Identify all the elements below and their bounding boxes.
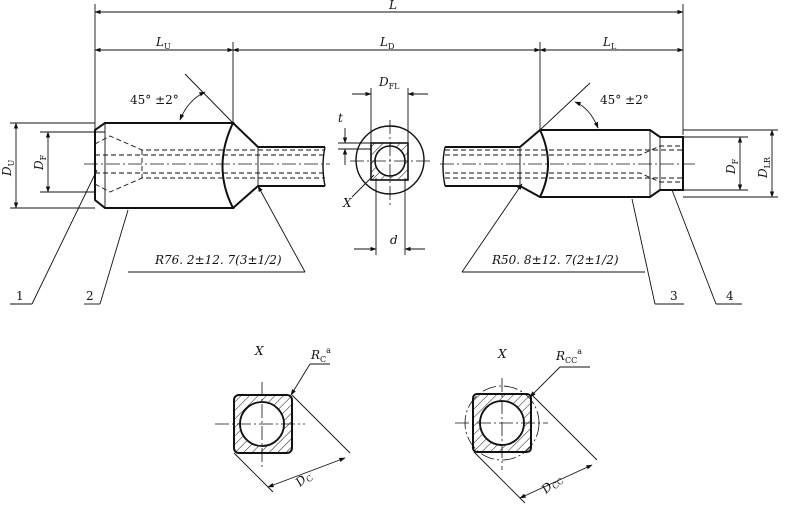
svg-text:3: 3 <box>670 289 678 303</box>
upper-length-label: LU <box>155 35 171 51</box>
detail-right-marker: X <box>497 347 507 361</box>
section-length-dimensions: LU LD LL <box>94 35 684 130</box>
detail-left-marker: X <box>254 344 264 358</box>
lower-taper-angle: 45° ±2° <box>600 93 649 107</box>
svg-text:4: 4 <box>726 289 734 303</box>
lower-od-label: DLR <box>756 156 772 179</box>
section-marker: X <box>342 196 352 210</box>
callout-1: 1 <box>10 169 98 305</box>
section-t-label: t <box>338 111 343 125</box>
overall-length-label: L <box>388 0 397 12</box>
detail-round-corner: X RCCa DCC <box>455 347 598 504</box>
svg-text:2: 2 <box>86 289 94 303</box>
upper-radius-label: R76. 2±12. 7(3±1/2) <box>154 253 282 267</box>
detail-right-diag: DCC <box>538 471 566 498</box>
callout-3: 3 <box>631 198 684 305</box>
upper-taper-angle: 45° ±2° <box>130 93 179 107</box>
section-width-label: DFL <box>378 75 400 91</box>
lower-length-label: LL <box>602 35 617 51</box>
lower-kelly-end: 45° ±2° DF DLR R50. 8±12. 7(2±1/2) <box>440 82 778 273</box>
section-d-label: d <box>390 233 398 247</box>
upper-kelly-end: 45° ±2° DU DF R76. 2±12. 7(3±1/2) <box>0 73 330 273</box>
callout-4: 4 <box>671 189 742 305</box>
lower-id-label: DF <box>724 158 740 175</box>
detail-right-radius: RCCa <box>555 347 582 365</box>
lower-radius-label: R50. 8±12. 7(2±1/2) <box>491 253 619 267</box>
detail-square-corner: X RCa DC <box>215 344 351 493</box>
svg-text:1: 1 <box>16 289 24 303</box>
overall-length-dimension: L <box>94 0 684 135</box>
detail-left-radius: RCa <box>310 346 331 364</box>
upper-od-label: DU <box>0 159 16 177</box>
callout-2: 2 <box>84 209 129 305</box>
detail-left-diag: DC <box>292 468 315 491</box>
kelly-cross-section: DFL t d X <box>338 75 430 255</box>
upper-id-label: DF <box>32 154 48 171</box>
drill-length-label: LD <box>379 35 394 51</box>
